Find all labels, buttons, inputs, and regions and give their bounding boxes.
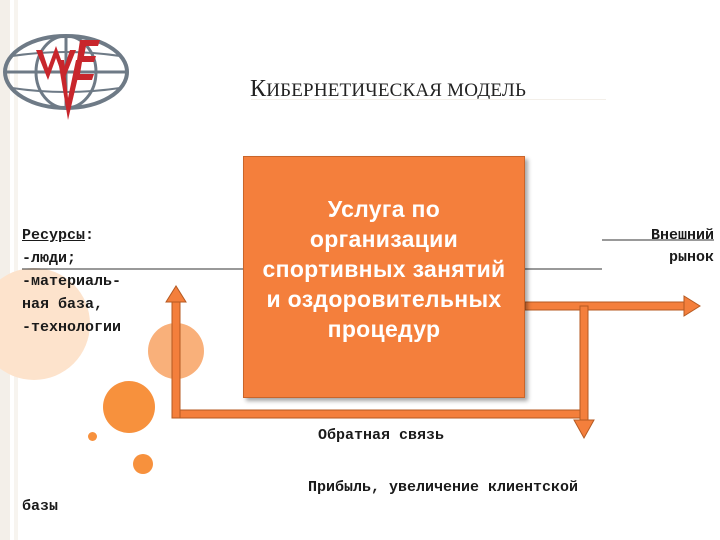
footer-label: базы (22, 498, 58, 515)
inputs-heading-colon: : (85, 227, 94, 244)
inputs-item: -материаль- (22, 270, 121, 293)
process-line: Услуга по (243, 194, 525, 224)
result-label: Прибыль, увеличение клиентской (308, 479, 578, 496)
output-line: рынок (602, 247, 714, 269)
inputs-item: ная база, (22, 293, 121, 316)
process-line: спортивных занятий (243, 254, 525, 284)
inputs-item: -технологии (22, 316, 121, 339)
output-block: Внешний рынок (602, 225, 714, 269)
process-line: организации (243, 224, 525, 254)
output-arrow (525, 296, 700, 316)
slide-title-rest: ИБЕРНЕТИЧЕСКАЯ МОДЕЛЬ (266, 80, 526, 101)
inputs-block: Ресурсы: -люди; -материаль- ная база, -т… (22, 224, 121, 339)
process-line: и оздоровительных (243, 284, 525, 314)
wve-logo (5, 36, 127, 120)
inputs-item: -люди; (22, 247, 121, 270)
process-line: процедур (243, 314, 525, 344)
inputs-heading: Ресурсы (22, 227, 85, 244)
process-text: Услуга по организации спортивных занятий… (243, 194, 525, 344)
title-underline (251, 99, 606, 100)
feedback-label: Обратная связь (318, 427, 444, 444)
output-line: Внешний (602, 225, 714, 247)
inputs-heading-line: Ресурсы: (22, 224, 121, 247)
